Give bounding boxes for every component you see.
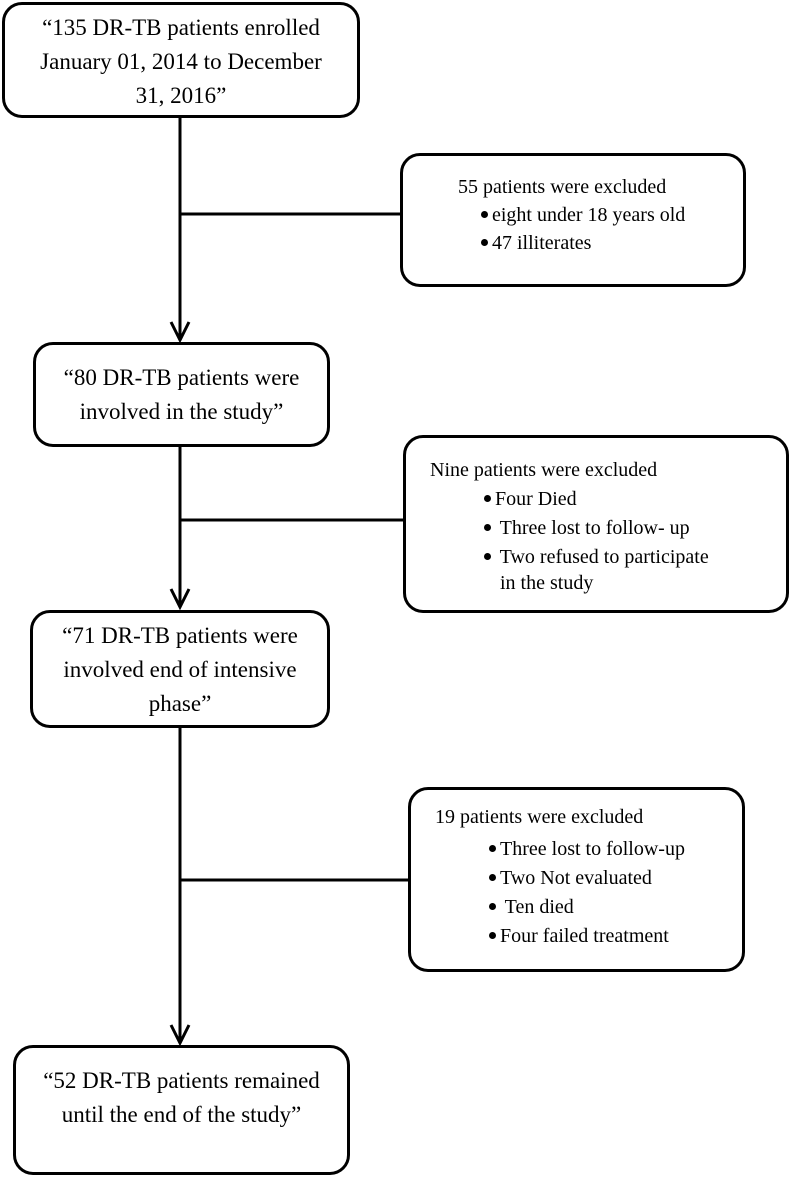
exclusion1-item-2: 47 illiterates [481,230,591,256]
arrowhead-step2-icon [169,321,191,344]
exclusion2-item-2: Three lost to follow- up [484,515,690,541]
step2-line-2: involved in the study” [79,399,284,424]
step1-line-3: 31, 2016” [135,83,227,108]
exclusion3-item-1: Three lost to follow-up [489,836,685,862]
exclusion2-item-3-label: Two refused to participate [495,546,709,568]
exclusion3-item-3-label: Ten died [500,896,574,918]
exclusion-box-1: 55 patients were excluded eight under 18… [400,153,746,287]
bullet-icon [489,873,496,881]
step-box-involved: “80 DR-TB patients were involved in the … [33,342,330,447]
step2-line-1: “80 DR-TB patients were [63,365,300,390]
exclusion2-item-1: Four Died [484,486,577,512]
step3-line-2: involved end of intensive [63,657,297,682]
exclusion2-heading: Nine patients were excluded [430,459,658,481]
arrowhead-step3-icon [169,588,191,611]
step-text-enrolled: “135 DR-TB patients enrolled January 01,… [5,11,357,113]
exclusion2-item-2-label: Three lost to follow- up [495,517,690,539]
exclusion-box-3: 19 patients were excluded Three lost to … [408,787,745,972]
exclusion3-heading: 19 patients were excluded [435,806,644,828]
exclusion1-item-2-label: 47 illiterates [492,232,592,254]
bullet-icon [481,238,488,246]
step-text-remained: “52 DR-TB patients remained until the en… [16,1064,347,1132]
exclusion3-item-4-label: Four failed treatment [500,925,669,947]
bullet-icon [484,552,491,560]
exclusion3-item-4: Four failed treatment [489,923,669,949]
exclusion-box-2: Nine patients were excluded Four Died Th… [403,435,789,613]
exclusion3-item-2-label: Two Not evaluated [500,867,652,889]
step-box-remained: “52 DR-TB patients remained until the en… [13,1045,350,1175]
step-box-enrolled: “135 DR-TB patients enrolled January 01,… [2,2,360,118]
exclusion1-heading: 55 patients were excluded [458,176,667,198]
step-text-involved: “80 DR-TB patients were involved in the … [36,361,327,429]
exclusion3-item-1-label: Three lost to follow-up [500,838,685,860]
bullet-icon [484,523,491,531]
exclusion2-item-3: Two refused to participate [484,544,709,570]
bullet-icon [489,844,496,852]
step-text-intensive-phase: “71 DR-TB patients were involved end of … [33,619,327,721]
arrowhead-step4-icon [169,1024,191,1047]
exclusion3-item-3: Ten died [489,894,574,920]
step-box-intensive-phase: “71 DR-TB patients were involved end of … [30,610,330,728]
exclusion1-item-1: eight under 18 years old [481,202,685,228]
step4-line-2: until the end of the study” [61,1102,302,1127]
step4-line-1: “52 DR-TB patients remained [43,1068,320,1093]
step3-line-1: “71 DR-TB patients were [62,623,298,648]
bullet-icon [481,210,488,218]
exclusion1-item-1-label: eight under 18 years old [492,204,686,226]
bullet-icon [484,494,491,502]
step1-line-1: “135 DR-TB patients enrolled [42,15,320,40]
exclusion3-item-2: Two Not evaluated [489,865,652,891]
step1-line-2: January 01, 2014 to December [40,49,322,74]
exclusion2-item-3-continuation: in the study [500,572,594,594]
bullet-icon [489,902,496,910]
bullet-icon [489,931,496,939]
step3-line-3: phase” [148,691,212,716]
exclusion2-item-1-label: Four Died [495,488,577,510]
